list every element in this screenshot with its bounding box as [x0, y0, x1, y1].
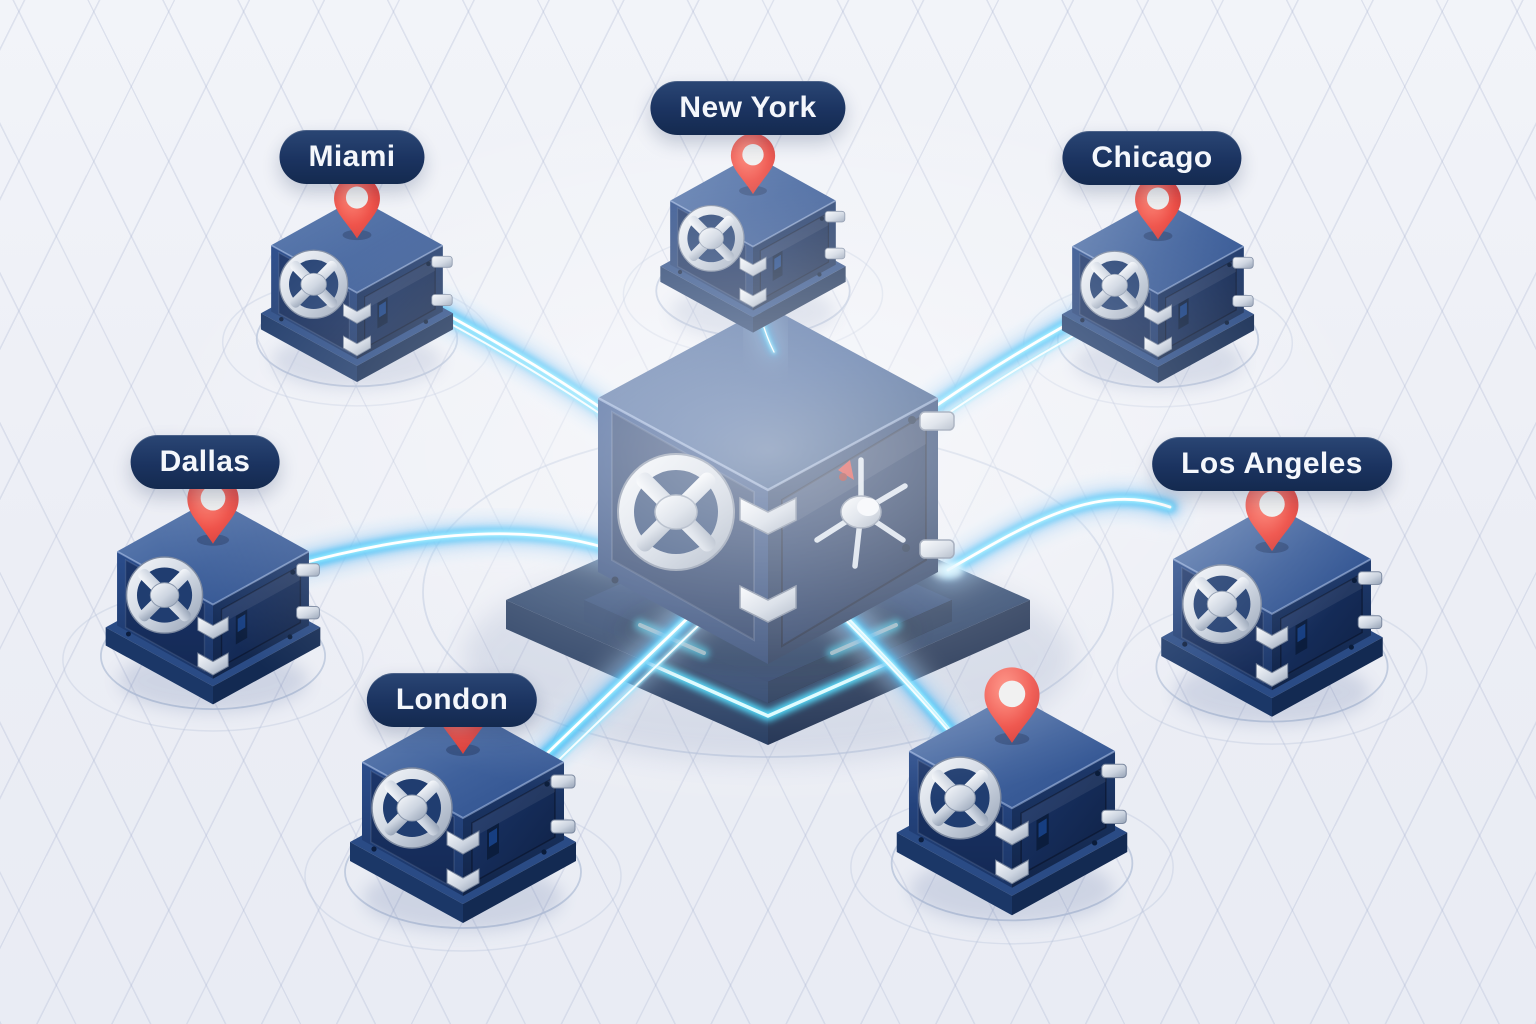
beam-hub-los-angeles [931, 482, 1187, 587]
door-hinge-icon [919, 411, 955, 559]
combination-dial-icon [814, 457, 908, 569]
central-vault [597, 306, 955, 664]
vault-wheel-handle-icon [617, 453, 735, 571]
beam-flare [932, 561, 964, 579]
beam-dallas-hub [275, 516, 635, 583]
